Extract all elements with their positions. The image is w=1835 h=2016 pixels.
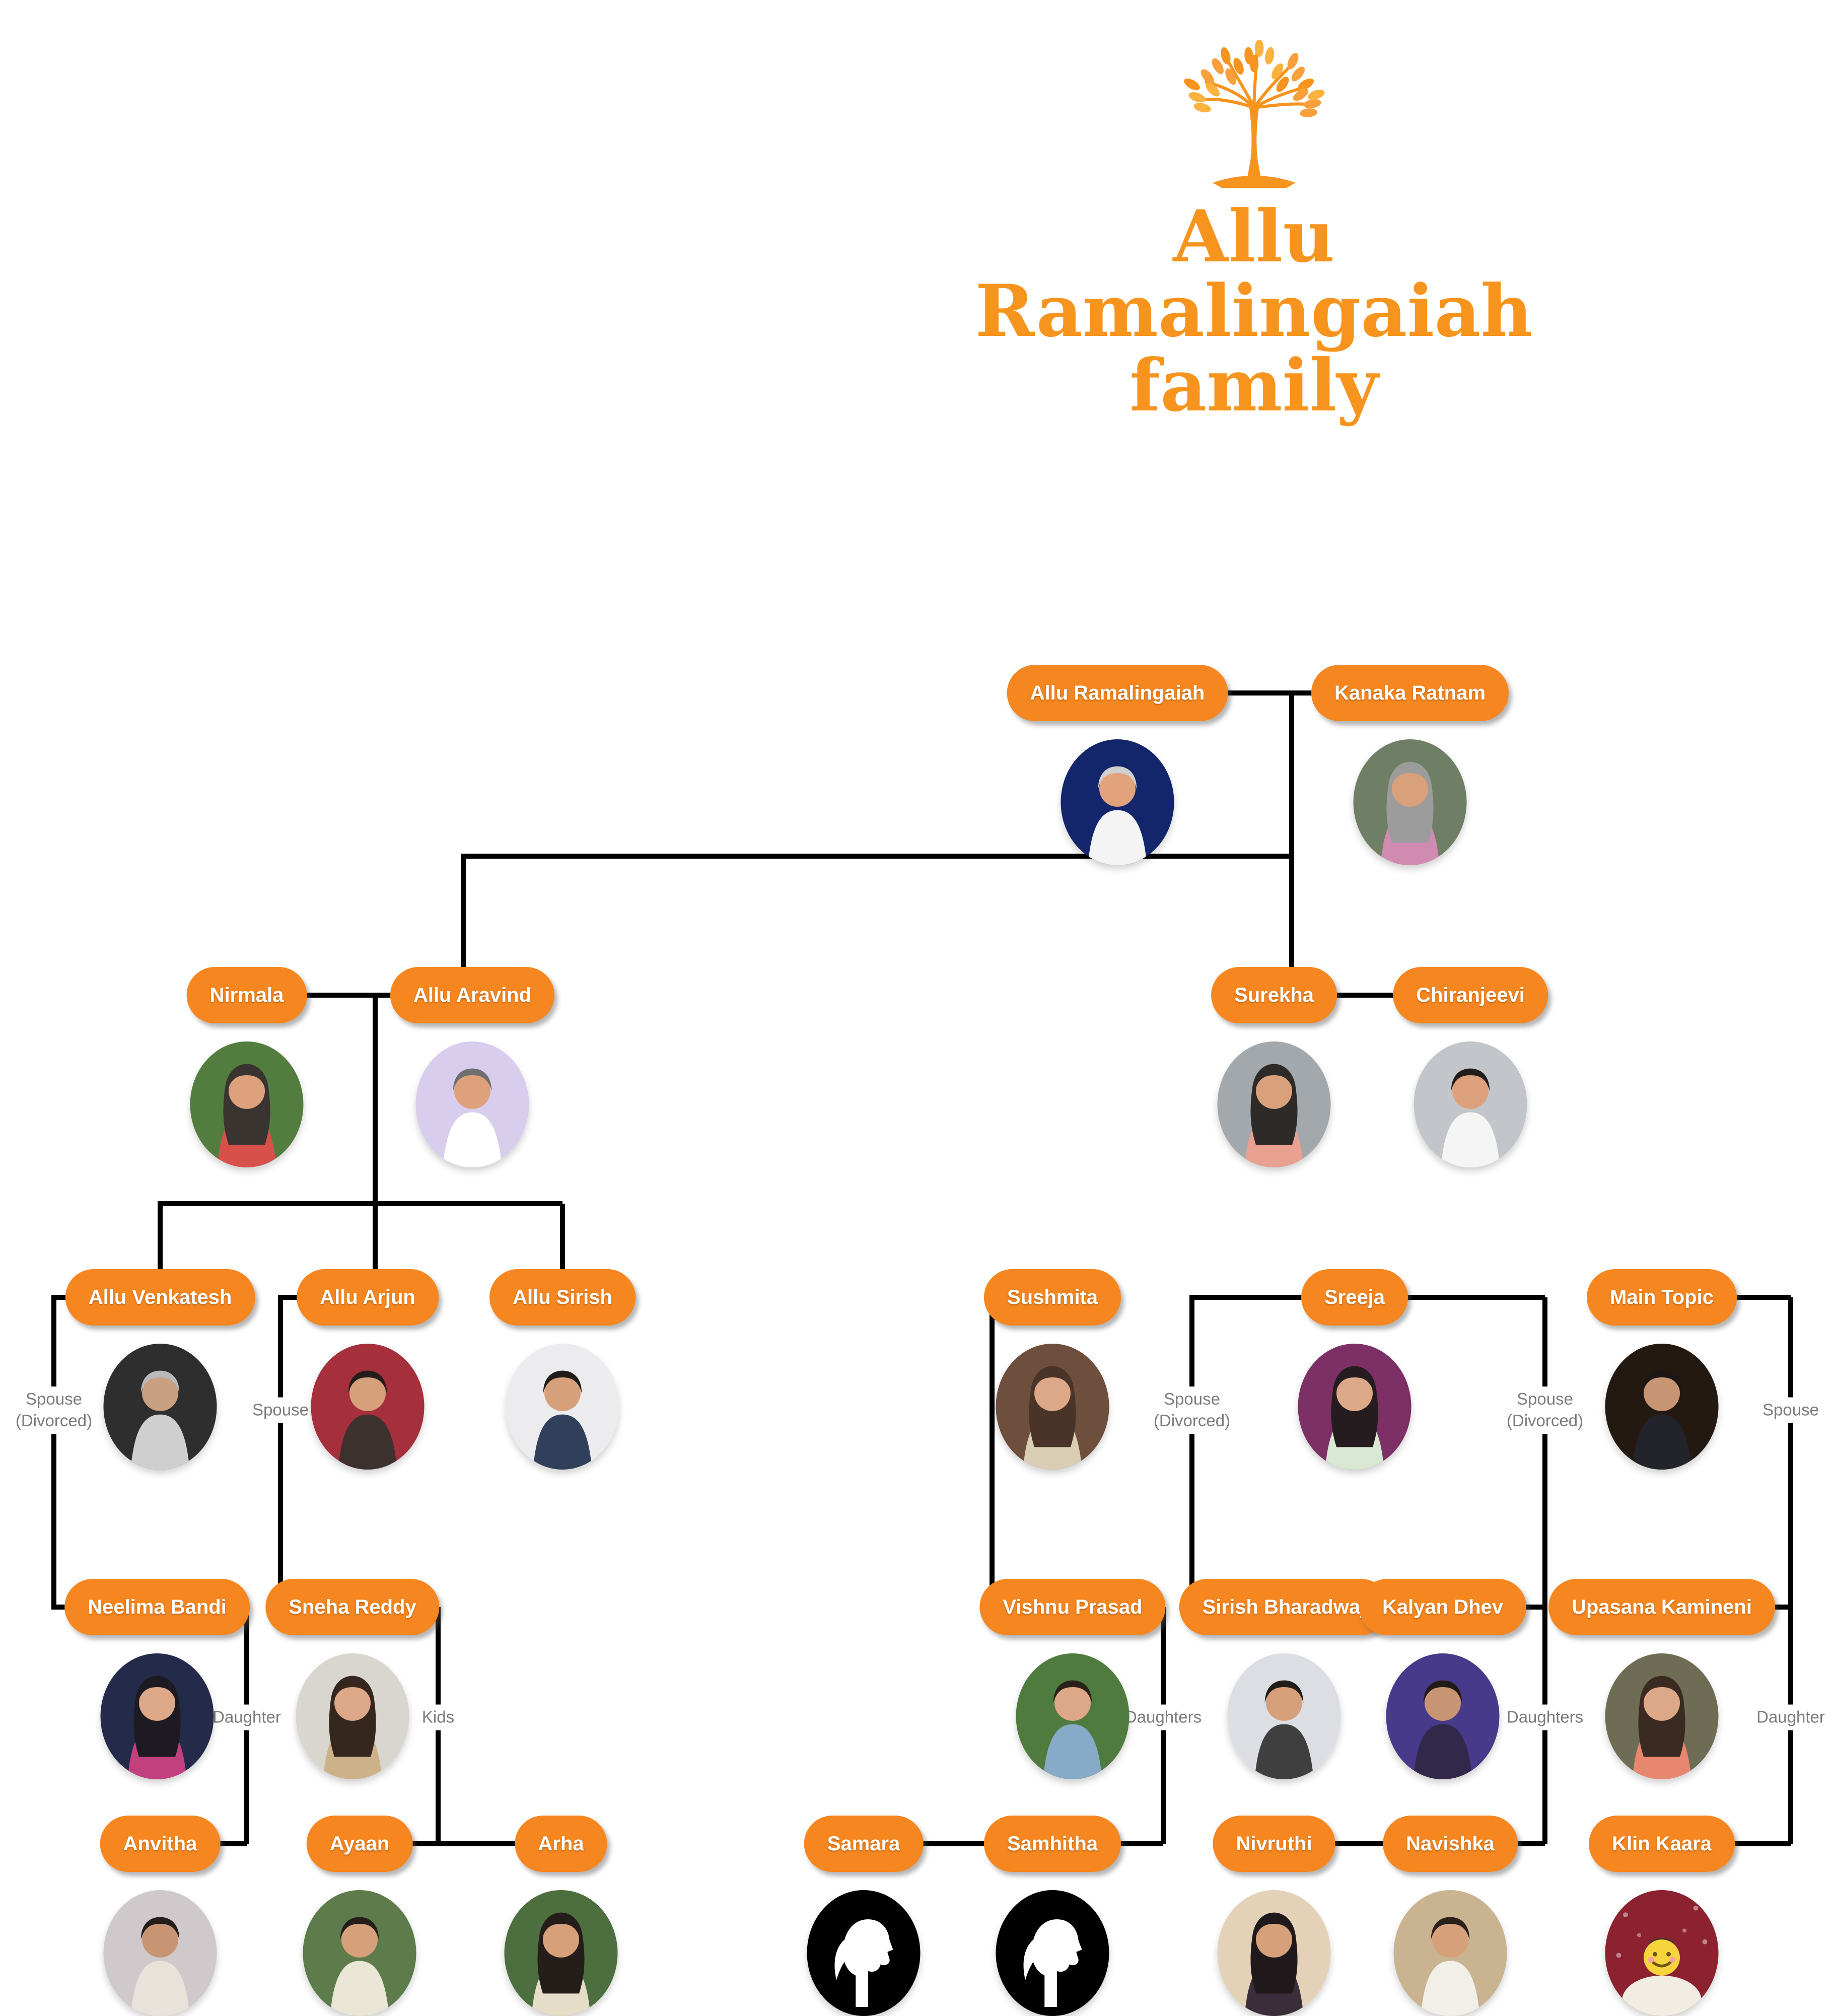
person-pill-allu-sirish[interactable]: Allu Sirish xyxy=(489,1269,636,1326)
relationship-label: Spouse (Divorced) xyxy=(1501,1386,1589,1434)
person-photo-allu-ramalingaiah[interactable] xyxy=(1061,739,1174,865)
person-pill-sneha-reddy[interactable]: Sneha Reddy xyxy=(265,1579,440,1635)
person-photo-anvitha[interactable] xyxy=(103,1890,217,2016)
person-pill-nivruthi[interactable]: Nivruthi xyxy=(1213,1816,1335,1872)
family-tree-logo: Allu Ramalingaiah family xyxy=(975,39,1533,423)
person-pill-ayaan[interactable]: Ayaan xyxy=(306,1816,413,1872)
person-pill-main-topic[interactable]: Main Topic xyxy=(1587,1269,1737,1326)
person-photo-kalyan-dhev[interactable] xyxy=(1386,1653,1500,1779)
relationship-label: Spouse xyxy=(1757,1397,1824,1423)
relationship-label: Spouse (Divorced) xyxy=(1148,1386,1236,1434)
person-photo-allu-sirish[interactable] xyxy=(506,1344,619,1470)
person-pill-allu-arjun[interactable]: Allu Arjun xyxy=(297,1269,439,1326)
connector-line xyxy=(1289,856,1294,995)
connector-line xyxy=(360,1841,561,1846)
person-pill-allu-ramalingaiah[interactable]: Allu Ramalingaiah xyxy=(1007,665,1228,721)
person-photo-sushmita[interactable] xyxy=(996,1344,1109,1470)
person-pill-klin-kaara[interactable]: Klin Kaara xyxy=(1589,1816,1735,1872)
person-pill-vishnu-prasad[interactable]: Vishnu Prasad xyxy=(979,1579,1166,1635)
connector-line xyxy=(1274,993,1470,998)
person-pill-allu-aravind[interactable]: Allu Aravind xyxy=(390,967,555,1023)
person-photo-neelima-bandi[interactable] xyxy=(100,1653,214,1779)
connector-line xyxy=(1189,1295,1355,1300)
relationship-label: Spouse (Divorced) xyxy=(10,1386,98,1434)
person-photo-nivruthi[interactable] xyxy=(1217,1890,1331,2016)
person-photo-samara[interactable] xyxy=(807,1890,921,2016)
person-pill-sirish-bharadwaj[interactable]: Sirish Bharadwaj xyxy=(1179,1579,1389,1635)
page-title-line-2: Ramalingaiah xyxy=(975,269,1533,353)
relationship-label: Daughter xyxy=(1751,1704,1830,1730)
connector-line xyxy=(51,1297,56,1607)
person-pill-chiranjeevi[interactable]: Chiranjeevi xyxy=(1393,967,1548,1023)
person-photo-sreeja[interactable] xyxy=(1298,1344,1411,1470)
person-photo-allu-aravind[interactable] xyxy=(415,1041,529,1167)
person-pill-samhitha[interactable]: Samhitha xyxy=(983,1816,1121,1872)
person-photo-navishka[interactable] xyxy=(1393,1890,1507,2016)
connector-line xyxy=(1355,1295,1545,1300)
connector-line xyxy=(158,1204,163,1297)
person-pill-samara[interactable]: Samara xyxy=(804,1816,924,1872)
person-pill-sushmita[interactable]: Sushmita xyxy=(983,1269,1121,1326)
person-pill-nirmala[interactable]: Nirmala xyxy=(186,967,307,1023)
person-pill-allu-venkatesh[interactable]: Allu Venkatesh xyxy=(65,1269,255,1326)
person-photo-allu-arjun[interactable] xyxy=(311,1344,425,1470)
person-photo-arha[interactable] xyxy=(504,1890,618,2016)
person-pill-kalyan-dhev[interactable]: Kalyan Dhev xyxy=(1359,1579,1527,1635)
person-photo-main-topic[interactable] xyxy=(1605,1344,1719,1470)
person-pill-kanaka-ratnam[interactable]: Kanaka Ratnam xyxy=(1311,665,1509,721)
connector-line xyxy=(373,995,378,1297)
connector-line xyxy=(1788,1297,1793,1844)
relationship-label: Daughters xyxy=(1119,1704,1207,1730)
person-photo-klin-kaara[interactable] xyxy=(1605,1890,1719,2016)
person-photo-allu-venkatesh[interactable] xyxy=(103,1344,217,1470)
person-photo-upasana-kamineni[interactable] xyxy=(1605,1653,1719,1779)
connector-line xyxy=(990,1297,995,1607)
connector-line xyxy=(1289,693,1294,859)
connector-line xyxy=(560,1204,565,1297)
person-photo-surekha[interactable] xyxy=(1217,1041,1331,1167)
person-pill-anvitha[interactable]: Anvitha xyxy=(100,1816,221,1872)
page-title-line-1: Allu xyxy=(1173,195,1335,279)
person-pill-arha[interactable]: Arha xyxy=(515,1816,607,1872)
person-photo-sirish-bharadwaj[interactable] xyxy=(1227,1653,1341,1779)
person-pill-neelima-bandi[interactable]: Neelima Bandi xyxy=(64,1579,250,1635)
person-pill-navishka[interactable]: Navishka xyxy=(1383,1816,1518,1872)
connector-line xyxy=(278,1297,283,1607)
connector-line xyxy=(158,1201,562,1206)
person-photo-sneha-reddy[interactable] xyxy=(296,1653,409,1779)
person-photo-ayaan[interactable] xyxy=(303,1890,416,2016)
page-title: Allu Ramalingaiah family xyxy=(975,199,1532,423)
person-photo-nirmala[interactable] xyxy=(190,1041,304,1167)
connector-line xyxy=(247,993,472,998)
tree-logo-icon xyxy=(1163,39,1345,196)
person-photo-samhitha[interactable] xyxy=(996,1890,1109,2016)
connector-line xyxy=(1189,1297,1194,1607)
person-pill-sreeja[interactable]: Sreeja xyxy=(1301,1269,1408,1326)
relationship-label: Kids xyxy=(416,1704,460,1730)
person-photo-vishnu-prasad[interactable] xyxy=(1016,1653,1130,1779)
person-photo-kanaka-ratnam[interactable] xyxy=(1353,739,1467,865)
relationship-label: Daughters xyxy=(1501,1704,1589,1730)
relationship-label: Spouse xyxy=(247,1397,314,1423)
person-pill-upasana-kamineni[interactable]: Upasana Kamineni xyxy=(1548,1579,1775,1635)
connector-line xyxy=(1117,690,1410,696)
person-pill-surekha[interactable]: Surekha xyxy=(1211,967,1337,1023)
page-title-line-3: family xyxy=(1130,344,1378,428)
connector-line xyxy=(461,856,466,995)
connector-line xyxy=(1542,1297,1547,1844)
relationship-label: Daughter xyxy=(207,1704,286,1730)
connector-line xyxy=(461,854,1294,859)
person-photo-chiranjeevi[interactable] xyxy=(1414,1041,1527,1167)
